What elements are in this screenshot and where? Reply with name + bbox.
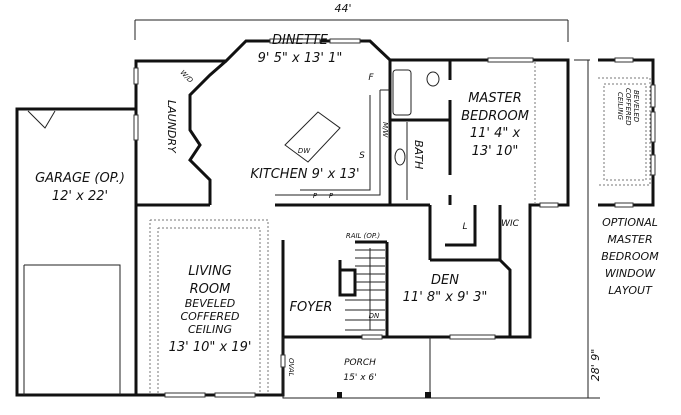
dinette-size: 9' 5" x 13' 1" [258, 51, 343, 66]
kitchen-island [284, 111, 341, 163]
living-label-2: ROOM [190, 282, 231, 297]
optional-window-layout: BEVELED COFFERED CEILING OPTIONAL MASTER… [598, 57, 659, 297]
living-size: 13' 10" x 19' [169, 340, 252, 355]
wd-label: W/D [178, 69, 194, 85]
sink-label: S [359, 151, 365, 161]
depth-label: 28' 9" [589, 349, 602, 382]
den-label: DEN [431, 273, 459, 288]
pantry-label-1: P [313, 192, 318, 200]
opt-ceiling-1: BEVELED [632, 90, 640, 123]
opt-ceiling-3: CEILING [616, 92, 624, 121]
opt-caption-2: MASTER [607, 233, 652, 246]
windows [133, 38, 559, 398]
porch-size: 15' x 6' [343, 373, 376, 383]
stairs-dn-label: DN [369, 312, 380, 320]
rail-label: RAIL (OP.) [346, 232, 381, 240]
garage-label: GARAGE (OP.) [35, 171, 125, 186]
stairs: DN RAIL (OP.) [345, 232, 385, 331]
opt-caption-4: WINDOW [605, 267, 656, 280]
living-note-3: CEILING [188, 323, 232, 336]
fridge-label: F [368, 73, 374, 83]
master-size-1: 11' 4" x [470, 126, 521, 141]
oval-window-label: OVAL [287, 358, 295, 377]
living-label-1: LIVING [188, 264, 232, 279]
master-size-2: 13' 10" [472, 144, 519, 159]
linen-label: L [462, 222, 467, 232]
master-label-2: BEDROOM [461, 109, 529, 124]
opt-caption-3: BEDROOM [601, 250, 659, 263]
living-note-2: COFFERED [180, 310, 239, 323]
garage-size: 12' x 22' [52, 189, 108, 204]
wic-label: WIC [501, 219, 520, 229]
kitchen-counter [275, 89, 390, 196]
garage-door [23, 264, 121, 395]
laundry-label: LAUNDRY [165, 100, 178, 154]
interior-walls [136, 59, 512, 337]
opt-caption-1: OPTIONAL [602, 216, 658, 229]
bath-sink [394, 148, 406, 166]
porch-label: PORCH [344, 358, 376, 368]
dimension-depth: 28' 9" [430, 59, 602, 399]
dimension-width: 44' [134, 2, 569, 42]
dinette-label: DINETTE [272, 33, 329, 48]
width-label: 44' [334, 2, 351, 15]
opt-caption-5: LAYOUT [608, 284, 653, 297]
opt-ceiling-2: COFFERED [624, 88, 632, 126]
living-coffered-ceiling [149, 219, 269, 393]
bathtub [392, 69, 412, 116]
dishwasher-label: DW [298, 147, 311, 155]
master-label-1: MASTER [468, 91, 522, 106]
microwave-label: M/W [381, 122, 389, 138]
garage-door-swing [27, 110, 56, 129]
pantry-label-2: P [329, 192, 334, 200]
bath-label: BATH [412, 140, 425, 169]
toilet [426, 71, 440, 87]
den-size: 11' 8" x 9' 3" [403, 290, 488, 305]
kitchen-label: KITCHEN 9' x 13' [250, 167, 359, 182]
foyer-label: FOYER [290, 300, 333, 315]
living-note-1: BEVELED [185, 297, 236, 310]
